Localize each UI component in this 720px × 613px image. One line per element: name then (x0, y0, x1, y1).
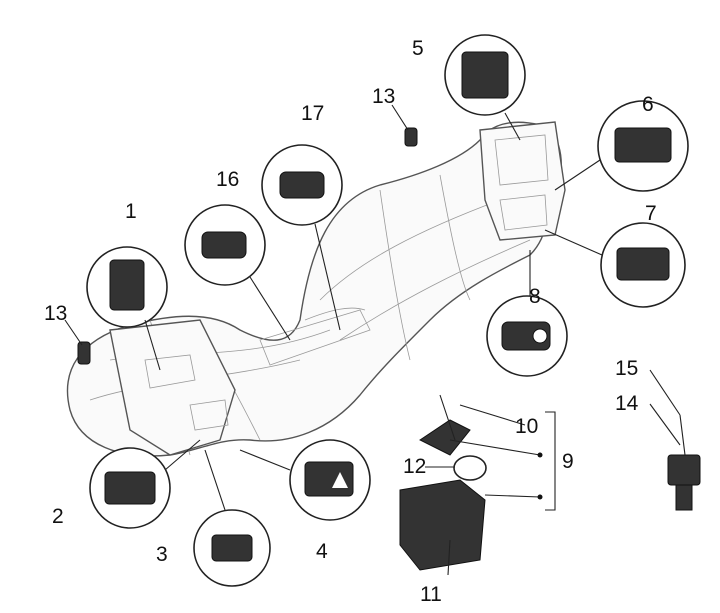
part-17-switch (261, 144, 343, 331)
ignition-lock-assembly (399, 394, 556, 576)
callout-3: 3 (156, 543, 168, 566)
part-8-switch (486, 250, 568, 377)
part-1-switch (86, 246, 168, 371)
callout-17: 17 (301, 102, 324, 125)
callout-9: 9 (562, 450, 574, 473)
callout-2: 2 (52, 505, 64, 528)
callout-4: 4 (316, 540, 328, 563)
callout-13-top: 13 (372, 85, 395, 108)
callout-5: 5 (412, 37, 424, 60)
callout-14: 14 (615, 392, 639, 415)
part-7-switch (544, 222, 686, 308)
part-13-bulb-top (391, 104, 418, 147)
part-3-switch (193, 449, 271, 587)
callout-13-left: 13 (44, 302, 67, 325)
callout-12: 12 (403, 455, 426, 478)
part-4-hazard-switch (239, 439, 371, 521)
part-16-switch (184, 204, 291, 341)
callout-7: 7 (645, 202, 657, 225)
part-13-bulb-left (64, 319, 91, 365)
part-14-15-switch (649, 369, 701, 511)
part-5-cover (444, 34, 526, 141)
handlebar-body (66, 121, 566, 457)
callout-6: 6 (642, 93, 654, 116)
part-2-switch (89, 439, 201, 529)
callout-15: 15 (615, 357, 638, 380)
callout-1: 1 (125, 200, 137, 223)
callout-16: 16 (216, 168, 239, 191)
callout-labels: 1 2 3 4 5 6 7 8 9 10 11 12 13 13 14 15 1… (44, 37, 657, 606)
callout-8: 8 (529, 285, 541, 308)
callout-10: 10 (515, 415, 538, 438)
callout-11: 11 (420, 583, 442, 606)
part-6-switch (554, 100, 689, 192)
